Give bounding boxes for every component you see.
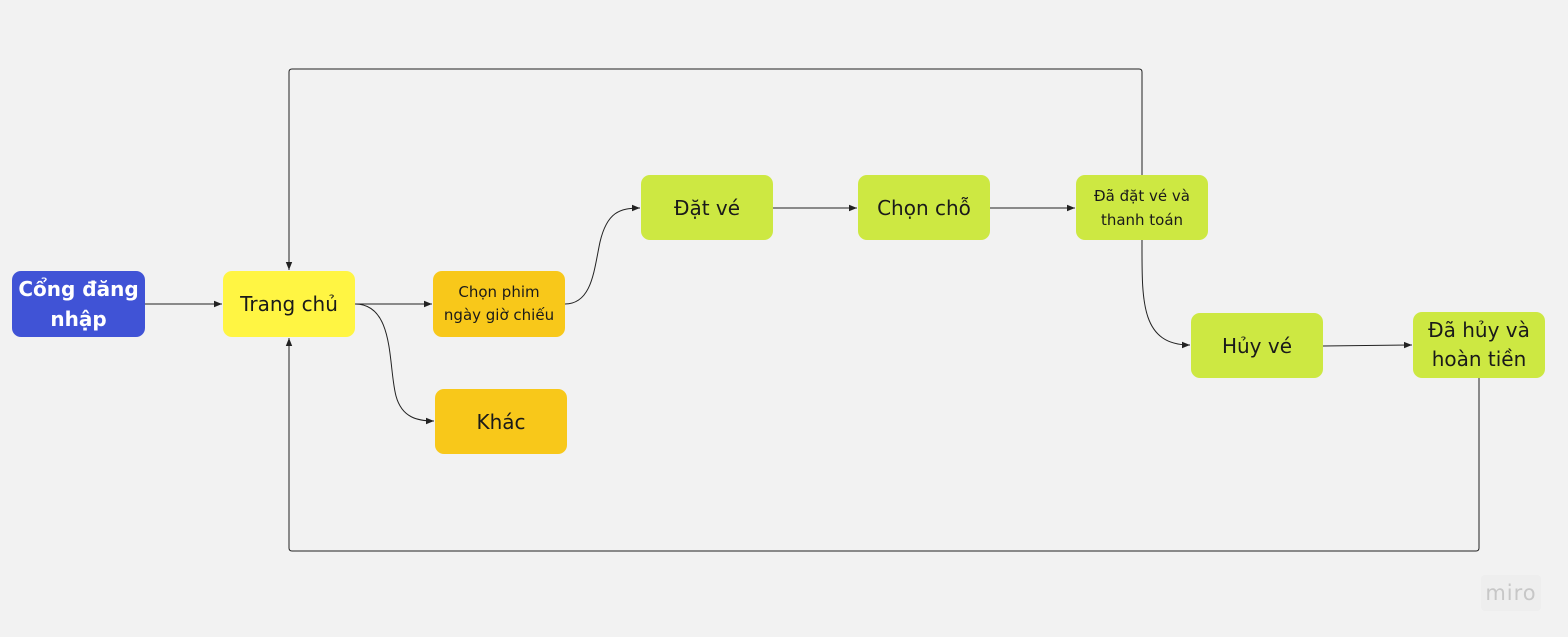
node-choose-seat[interactable]: Chọn chỗ bbox=[858, 175, 990, 240]
node-cancel-ticket-label: Hủy vé bbox=[1221, 333, 1293, 358]
node-home-label: Trang chủ bbox=[240, 292, 338, 316]
edge-home-to-other bbox=[354, 303, 435, 425]
node-cancelled-and-refunded-label: Đã hủy và hoàn tiền bbox=[1428, 318, 1530, 371]
edge-cancelled-to-home-loop bbox=[285, 338, 1480, 552]
edge-choose-movie-to-book bbox=[564, 204, 641, 305]
node-booked-and-paid-label: Đã đặt vé và thanh toán bbox=[1094, 186, 1190, 229]
miro-watermark-logo: miro bbox=[1481, 575, 1541, 611]
node-booked-and-paid[interactable]: Đã đặt vé và thanh toán bbox=[1076, 175, 1208, 240]
node-book-ticket-label: Đặt vé bbox=[673, 195, 741, 220]
node-choose-seat-label: Chọn chỗ bbox=[877, 195, 971, 220]
node-other-label: Khác bbox=[476, 409, 526, 434]
edge-booked-to-home-loop bbox=[285, 68, 1143, 270]
node-login-portal-label: Cổng đăng nhập bbox=[18, 277, 139, 331]
node-book-ticket[interactable]: Đặt vé bbox=[641, 175, 773, 240]
node-other[interactable]: Khác bbox=[435, 389, 567, 454]
node-login-portal[interactable]: Cổng đăng nhập bbox=[12, 271, 145, 337]
node-home[interactable]: Trang chủ bbox=[223, 271, 355, 337]
node-choose-movie[interactable]: Chọn phim ngày giờ chiếu bbox=[433, 271, 565, 337]
edge-booked-to-cancel bbox=[1141, 239, 1191, 349]
node-cancelled-and-refunded[interactable]: Đã hủy và hoàn tiền bbox=[1413, 312, 1545, 378]
edge-cancel-to-cancelled bbox=[1322, 341, 1413, 349]
node-cancel-ticket[interactable]: Hủy vé bbox=[1191, 313, 1323, 378]
node-choose-movie-label: Chọn phim ngày giờ chiếu bbox=[443, 282, 555, 324]
